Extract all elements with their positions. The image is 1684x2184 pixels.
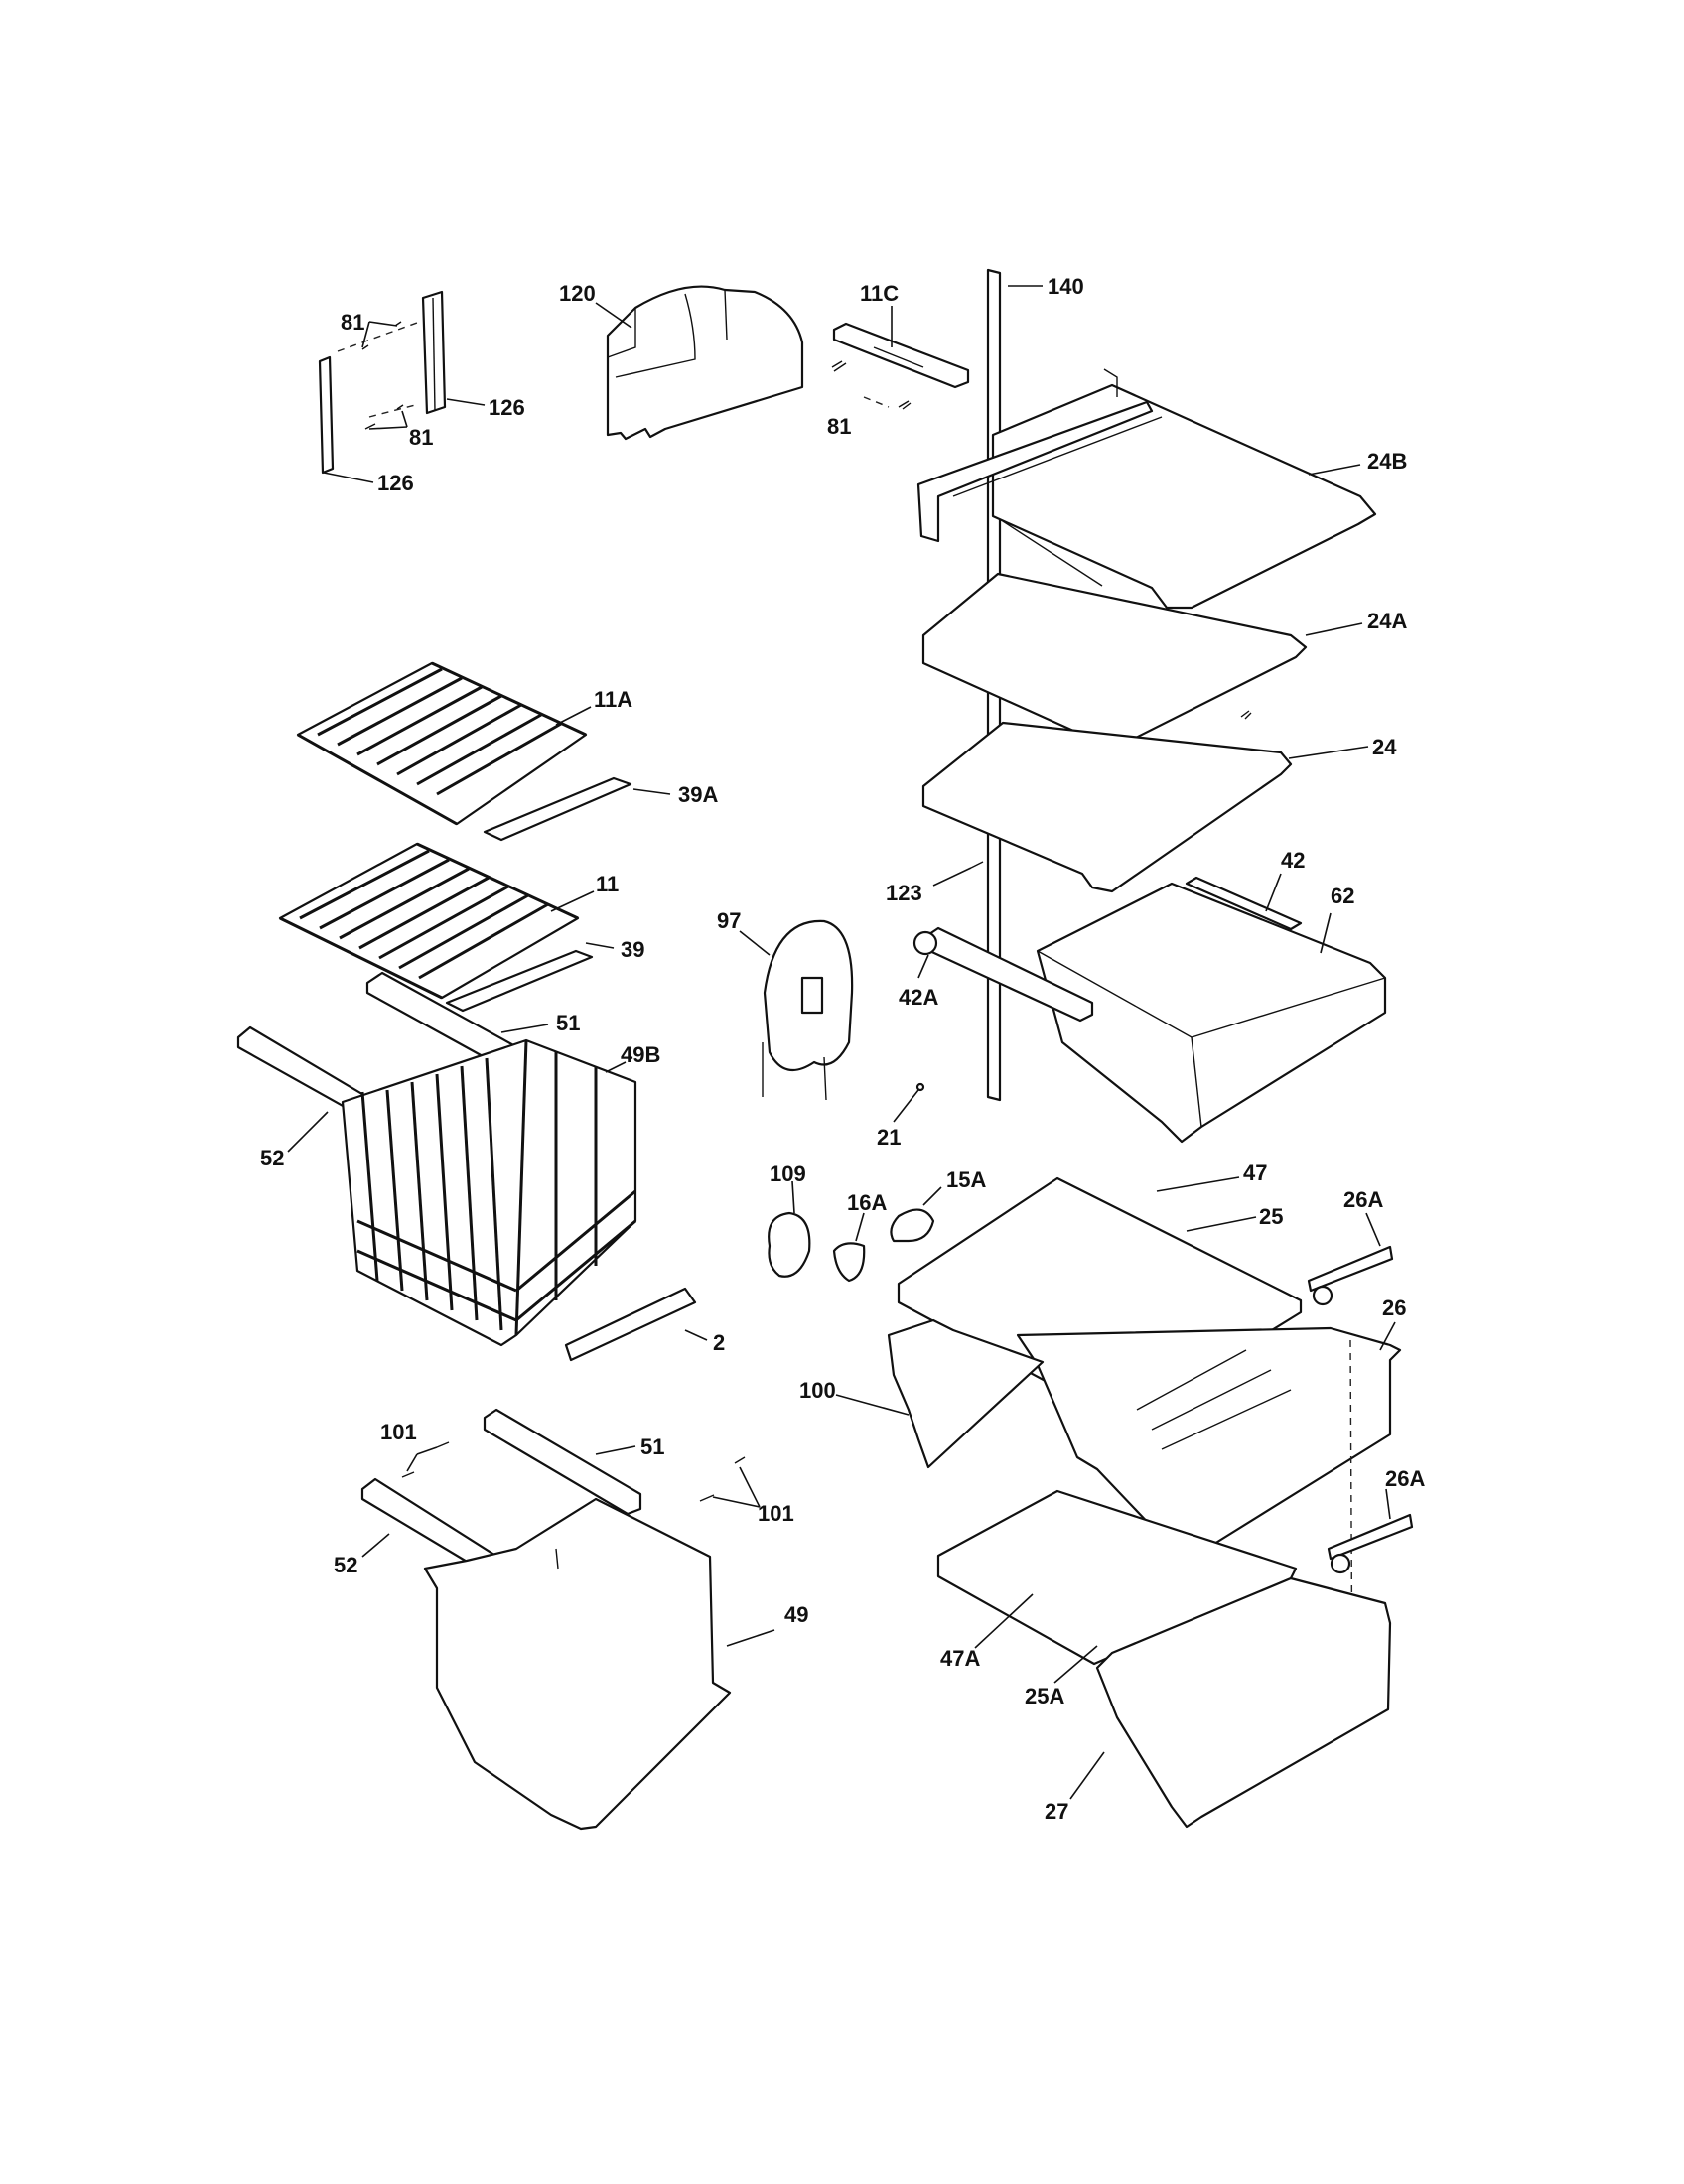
part-2-trim — [564, 1287, 708, 1362]
part-123-screw — [932, 861, 984, 887]
callout-labels: 140 120 11C 81 81 81 126 126 24B 24A 24 … — [260, 274, 1425, 1824]
part-100-panel — [835, 1318, 1045, 1469]
part-101-screws-left — [401, 1441, 450, 1478]
callout-16A: 16A — [847, 1190, 887, 1215]
callout-97: 97 — [717, 908, 741, 933]
callout-123: 123 — [886, 881, 922, 905]
part-39-trim — [445, 942, 615, 1013]
part-26A-bracket-lower — [1327, 1488, 1414, 1574]
part-101-screws-right — [699, 1456, 761, 1508]
part-15A-bulb — [890, 1186, 942, 1243]
callout-49B: 49B — [621, 1042, 660, 1067]
part-27-drawer — [1069, 1576, 1392, 1829]
callout-47A: 47A — [940, 1646, 980, 1671]
callout-25: 25 — [1259, 1204, 1283, 1229]
part-49-drawer — [423, 1497, 775, 1831]
callout-11C: 11C — [860, 281, 899, 306]
callout-26A: 26A — [1343, 1187, 1383, 1212]
callout-51: 51 — [556, 1011, 580, 1035]
callout-109: 109 — [770, 1161, 806, 1186]
callout-42A: 42A — [899, 985, 938, 1010]
callout-62: 62 — [1331, 884, 1354, 908]
callout-126: 126 — [377, 471, 414, 495]
callout-81: 81 — [827, 414, 851, 439]
callout-120: 120 — [559, 281, 596, 306]
part-39A-trim — [483, 776, 671, 842]
callout-140: 140 — [1048, 274, 1084, 299]
callout-2: 2 — [713, 1330, 725, 1355]
part-11C-bracket — [831, 306, 970, 410]
callout-52: 52 — [334, 1553, 357, 1577]
part-26A-bracket-upper — [1307, 1212, 1394, 1306]
callout-100: 100 — [799, 1378, 836, 1403]
callout-52: 52 — [260, 1146, 284, 1170]
callout-27: 27 — [1045, 1799, 1068, 1824]
callout-25A: 25A — [1025, 1684, 1064, 1708]
callout-47: 47 — [1243, 1160, 1267, 1185]
callout-39A: 39A — [678, 782, 718, 807]
part-51-rail-lower — [483, 1408, 642, 1516]
part-97-light-housing — [739, 919, 854, 1101]
callout-49: 49 — [784, 1602, 808, 1627]
callout-11A: 11A — [594, 687, 632, 712]
part-16A-socket — [832, 1212, 866, 1283]
callout-42: 42 — [1281, 848, 1305, 873]
callout-21: 21 — [877, 1125, 901, 1150]
part-126-brackets — [318, 290, 486, 483]
callout-126: 126 — [489, 395, 525, 420]
callout-81: 81 — [341, 310, 364, 335]
part-24A-shelf — [921, 572, 1363, 751]
part-26-drawer — [1016, 1321, 1402, 1708]
callout-51: 51 — [640, 1434, 664, 1459]
part-42-rail — [1185, 873, 1332, 954]
callout-11: 11 — [596, 872, 619, 896]
part-24-shelf — [921, 710, 1369, 893]
callout-15A: 15A — [946, 1167, 986, 1192]
part-24B-shelf — [916, 368, 1377, 610]
callout-24A: 24A — [1367, 609, 1407, 633]
callout-39: 39 — [621, 937, 644, 962]
callout-24: 24 — [1372, 735, 1397, 759]
part-49B-basket — [341, 1038, 637, 1347]
part-62-drawer — [1036, 882, 1387, 1144]
part-11A-wire-shelf — [296, 661, 592, 826]
part-21-screw — [893, 1082, 925, 1123]
callout-26A: 26A — [1385, 1466, 1425, 1491]
callout-101: 101 — [758, 1501, 794, 1526]
callout-81: 81 — [409, 425, 433, 450]
part-11-wire-shelf — [278, 842, 595, 1000]
callout-101: 101 — [380, 1420, 417, 1444]
part-109-lens — [768, 1180, 811, 1278]
callout-26: 26 — [1382, 1296, 1406, 1320]
part-120-cover — [595, 285, 804, 441]
callout-24B: 24B — [1367, 449, 1407, 474]
part-42A-rail — [912, 926, 1094, 1023]
